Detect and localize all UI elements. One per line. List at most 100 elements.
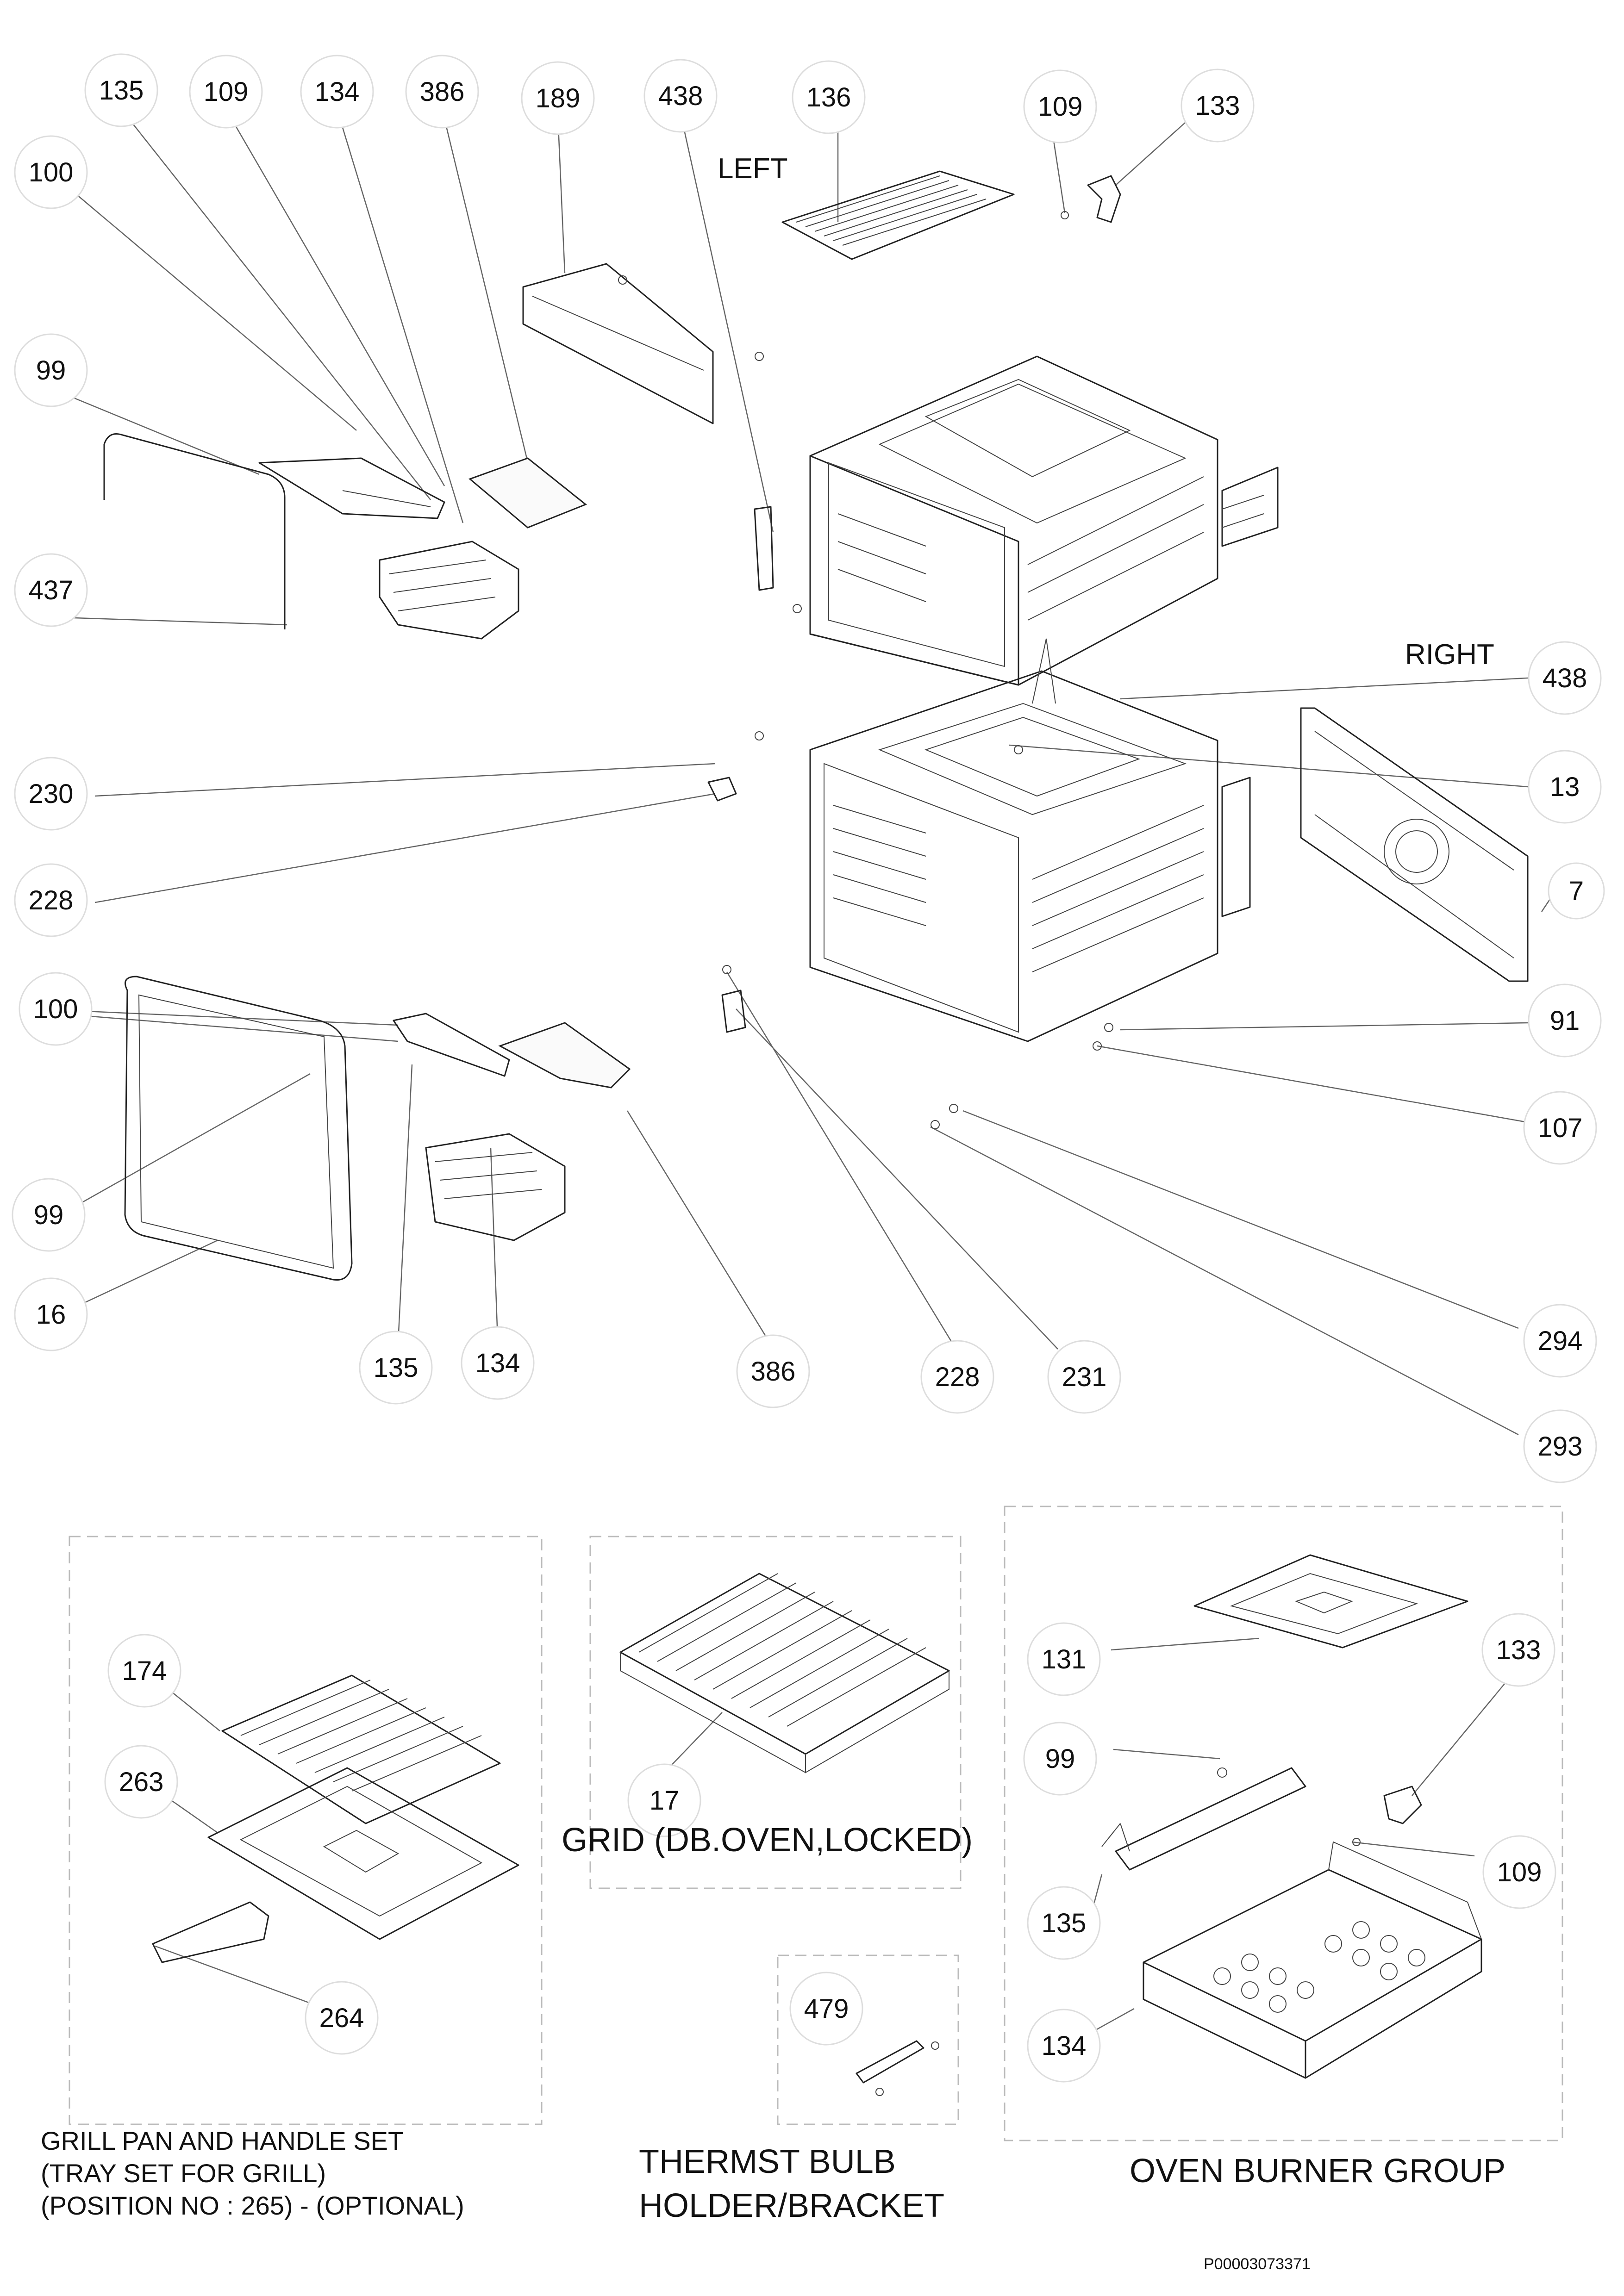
rear-panel-189 xyxy=(522,263,714,424)
svg-text:7: 7 xyxy=(1569,876,1584,906)
svg-text:134: 134 xyxy=(1042,2031,1087,2061)
svg-text:437: 437 xyxy=(29,575,74,605)
svg-text:134: 134 xyxy=(315,77,360,107)
side-panel-7 xyxy=(1300,707,1529,982)
door-seal-16 xyxy=(124,976,353,1281)
callout-107: 107 xyxy=(1523,1091,1597,1165)
svg-text:386: 386 xyxy=(420,77,465,107)
bottom-group-parts xyxy=(152,1554,1482,2096)
svg-text:134: 134 xyxy=(475,1348,520,1378)
leader-lines xyxy=(69,109,1552,2033)
grill-handle-264 xyxy=(152,1901,269,1963)
callout-16: 16 xyxy=(14,1277,88,1351)
drawing-code: P00003073371 xyxy=(1204,2255,1311,2273)
callout-91: 91 xyxy=(1528,983,1602,1058)
callout-293: 293 xyxy=(1523,1409,1597,1483)
clip-230-228 xyxy=(707,777,737,802)
svg-text:109: 109 xyxy=(1038,92,1083,122)
callout-294: 294 xyxy=(1523,1304,1597,1378)
callout-135-burner: 135 xyxy=(1027,1886,1101,1960)
upper-oven-cavity xyxy=(809,355,1279,686)
svg-text:174: 174 xyxy=(122,1656,167,1686)
svg-text:189: 189 xyxy=(536,83,581,113)
svg-text:230: 230 xyxy=(29,779,74,809)
svg-text:294: 294 xyxy=(1538,1326,1583,1356)
grill-tray-263 xyxy=(207,1767,519,1940)
svg-text:264: 264 xyxy=(319,2003,364,2033)
svg-text:228: 228 xyxy=(29,885,74,915)
lower-burner-assembly xyxy=(393,1013,631,1241)
svg-text:133: 133 xyxy=(1496,1635,1541,1665)
svg-text:91: 91 xyxy=(1550,1006,1580,1036)
svg-text:HOLDER/BRACKET: HOLDER/BRACKET xyxy=(639,2187,944,2224)
svg-text:136: 136 xyxy=(806,82,851,112)
svg-text:99: 99 xyxy=(34,1200,64,1230)
svg-text:438: 438 xyxy=(658,81,703,111)
caption-grill-pan: GRILL PAN AND HANDLE SET (TRAY SET FOR G… xyxy=(41,2126,464,2220)
svg-text:228: 228 xyxy=(935,1362,980,1392)
group-boxes xyxy=(69,1506,1563,2141)
callout-231: 231 xyxy=(1047,1340,1121,1414)
callout-100-top: 100 xyxy=(14,135,88,209)
callout-228-left: 228 xyxy=(14,863,88,937)
holder-438 xyxy=(754,506,774,591)
burner-tray-134 xyxy=(1143,1841,1482,2079)
grill-grid-174 xyxy=(221,1674,501,1824)
svg-text:135: 135 xyxy=(374,1353,418,1383)
svg-text:109: 109 xyxy=(1497,1857,1542,1887)
callout-386: 386 xyxy=(405,55,479,129)
callout-134: 134 xyxy=(300,55,374,129)
callout-135-lower: 135 xyxy=(359,1331,433,1405)
svg-text:135: 135 xyxy=(1042,1908,1087,1938)
svg-text:131: 131 xyxy=(1042,1644,1087,1674)
callout-133-top: 133 xyxy=(1181,68,1255,143)
callout-263: 263 xyxy=(104,1745,178,1819)
callout-131: 131 xyxy=(1027,1622,1101,1696)
callout-99-burner: 99 xyxy=(1023,1722,1097,1796)
caption-grid: GRID (DB.OVEN,LOCKED) xyxy=(562,1822,973,1859)
svg-text:479: 479 xyxy=(804,1994,849,2024)
gasket-437 xyxy=(103,433,286,629)
screw-109-burner xyxy=(1352,1838,1361,1846)
svg-text:16: 16 xyxy=(36,1300,66,1330)
svg-text:THERMST BULB: THERMST BULB xyxy=(639,2143,896,2180)
label-right: RIGHT xyxy=(1405,639,1494,671)
svg-text:135: 135 xyxy=(99,75,144,106)
callout-228-lower: 228 xyxy=(920,1340,994,1414)
svg-text:100: 100 xyxy=(33,994,78,1024)
callout-230: 230 xyxy=(14,757,88,831)
bracket-133-top xyxy=(1087,175,1121,223)
svg-text:(POSITION NO : 265) - (OPTIONA: (POSITION NO : 265) - (OPTIONAL) xyxy=(41,2191,464,2220)
upper-burner-assembly xyxy=(258,457,519,640)
label-left: LEFT xyxy=(718,153,788,185)
callout-7: 7 xyxy=(1548,862,1605,920)
svg-text:109: 109 xyxy=(204,77,249,107)
callout-174: 174 xyxy=(107,1634,181,1708)
callout-437: 437 xyxy=(14,553,88,627)
svg-text:438: 438 xyxy=(1543,663,1587,693)
callout-100-lower: 100 xyxy=(19,972,93,1046)
callout-134-lower: 134 xyxy=(461,1326,535,1400)
svg-text:386: 386 xyxy=(751,1356,796,1387)
thermostat-bracket-479 xyxy=(856,2040,939,2096)
callout-479: 479 xyxy=(789,1972,863,2046)
burner-bar-135 xyxy=(1101,1767,1306,1871)
callout-99-top: 99 xyxy=(14,333,88,407)
svg-text:99: 99 xyxy=(1045,1744,1075,1774)
svg-text:293: 293 xyxy=(1538,1431,1583,1462)
svg-text:17: 17 xyxy=(650,1786,680,1816)
callout-17: 17 xyxy=(627,1763,701,1837)
lower-oven-cavity xyxy=(809,638,1251,1042)
fasteners xyxy=(618,275,1113,1129)
parts-line-art xyxy=(103,170,1529,1281)
callout-264: 264 xyxy=(305,1981,379,2055)
callout-189: 189 xyxy=(521,61,595,135)
caption-thermostat: THERMST BULB HOLDER/BRACKET xyxy=(639,2143,944,2224)
cover-386-top xyxy=(468,457,587,529)
svg-text:263: 263 xyxy=(119,1767,164,1797)
callout-134-burner: 134 xyxy=(1027,2009,1101,2083)
callout-109-top-right: 109 xyxy=(1023,69,1097,143)
svg-text:99: 99 xyxy=(36,355,66,386)
callout-438-top: 438 xyxy=(643,59,718,133)
